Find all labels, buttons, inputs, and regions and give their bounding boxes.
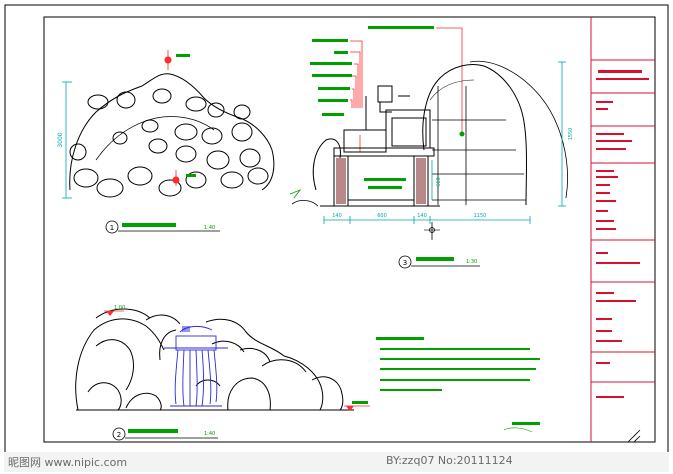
title-block <box>590 17 655 442</box>
plan-callout-number: 1 <box>110 224 114 232</box>
design-notes <box>376 337 540 425</box>
plan-scale: 1:40 <box>204 225 215 231</box>
section-dim-140-a: 140 <box>332 213 342 219</box>
elevation-callout-number: 2 <box>117 431 121 439</box>
watermark-right: BY:zzq07 No:20111124 <box>386 454 513 467</box>
section-scale: 1:30 <box>466 259 477 265</box>
plan-dimension-3000: 3000 <box>57 132 64 147</box>
section-dim-610: 610 <box>436 177 442 187</box>
title-block-text <box>596 70 649 398</box>
elevation-level-tag: 1.00 <box>114 305 125 311</box>
watermark-bar: 昵图网 www.nipic.com BY:zzq07 No:20111124 <box>4 452 669 472</box>
section-dim-1150: 1150 <box>474 213 487 219</box>
section-dim-1550: 1550 <box>568 128 574 141</box>
elevation-view: 1.00 2 1:40 <box>75 305 370 441</box>
plan-view: 3000 <box>57 50 275 234</box>
section-view: 140 600 140 1150 1550 610 3 1:30 <box>289 26 574 269</box>
section-dim-600: 600 <box>377 213 387 219</box>
section-callout-number: 3 <box>403 259 407 267</box>
elevation-scale: 1:40 <box>204 431 215 437</box>
section-dim-140-b: 140 <box>417 213 427 219</box>
watermark-left: 昵图网 www.nipic.com <box>8 456 128 469</box>
